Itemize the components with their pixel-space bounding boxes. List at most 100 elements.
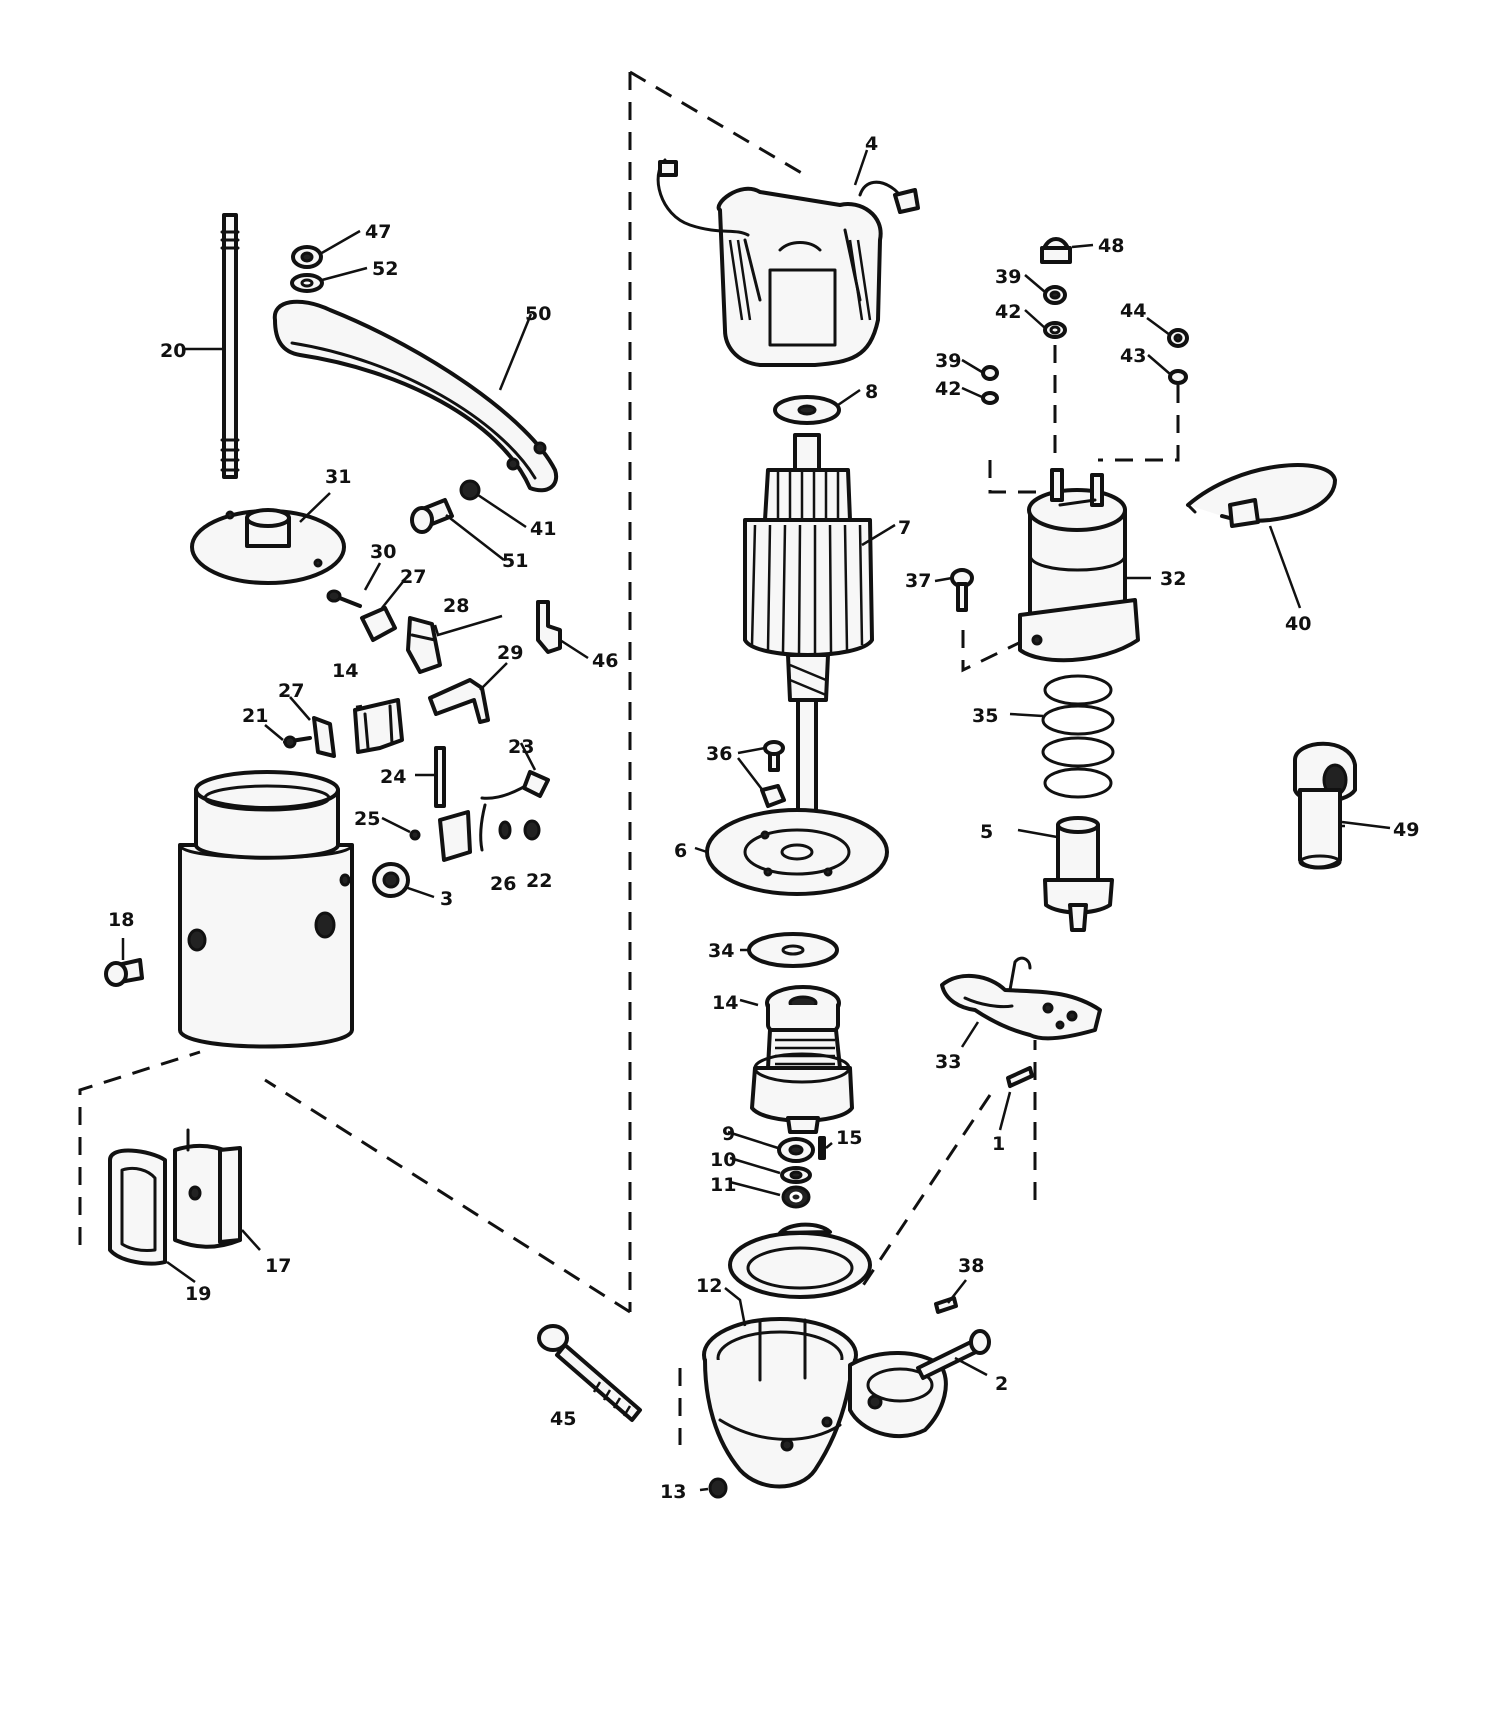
shift-lever-part-33 <box>940 956 1102 1041</box>
pin-part-1 <box>1006 1066 1034 1088</box>
callout-51: 51 <box>502 550 528 572</box>
callout-40: 40 <box>1285 613 1311 635</box>
callout-1: 1 <box>992 1133 1005 1155</box>
callout-50: 50 <box>525 303 551 325</box>
callout-11: 11 <box>710 1174 736 1196</box>
plunger-part-5 <box>1043 816 1114 932</box>
callout-27-lower: 27 <box>278 680 304 702</box>
callout-3: 3 <box>440 888 453 910</box>
armature-part-7 <box>743 433 874 820</box>
callout-19: 19 <box>185 1283 211 1305</box>
callout-14-brush-holder: 14 <box>332 660 358 682</box>
callout-13: 13 <box>660 1481 686 1503</box>
brush-clip-part-27-upper <box>360 606 397 642</box>
nut-part-39-upper <box>1043 285 1067 305</box>
end-plate-part-6 <box>705 808 889 896</box>
boot-part-49 <box>1293 741 1357 870</box>
callout-21: 21 <box>242 705 268 727</box>
callout-43: 43 <box>1120 345 1146 367</box>
gasket-part-19 <box>108 1148 167 1266</box>
washer-part-34 <box>747 932 839 968</box>
callout-6: 6 <box>674 840 687 862</box>
callout-numbers: 1 2 3 4 5 6 7 8 9 10 11 12 13 14 14 15 1… <box>108 133 1419 1503</box>
screw-part-37 <box>950 568 974 612</box>
callout-9: 9 <box>722 1123 735 1145</box>
callout-42-lower: 42 <box>935 378 961 400</box>
callout-23: 23 <box>508 736 534 758</box>
washer-part-43 <box>1168 369 1188 385</box>
bolt-part-45 <box>537 1324 642 1422</box>
callout-42-upper: 42 <box>995 301 1021 323</box>
screw-part-21 <box>283 735 312 749</box>
callout-48: 48 <box>1098 235 1124 257</box>
callout-39-upper: 39 <box>995 266 1021 288</box>
callout-41: 41 <box>530 518 556 540</box>
callout-44: 44 <box>1120 300 1146 322</box>
brush-holder-part-28 <box>406 616 442 674</box>
spring-part-35 <box>1041 674 1115 799</box>
callout-39-lower: 39 <box>935 350 961 372</box>
callout-4: 4 <box>865 133 878 155</box>
drive-end-housing <box>702 1317 948 1489</box>
callout-26: 26 <box>490 873 516 895</box>
callout-47: 47 <box>365 221 391 243</box>
lead-wire-part-23 <box>479 770 550 852</box>
pin-part-38 <box>934 1296 958 1314</box>
through-bolt-part-20 <box>220 213 240 479</box>
screw-part-30 <box>326 589 362 608</box>
washer-part-41 <box>459 479 481 501</box>
callout-36: 36 <box>706 743 732 765</box>
callout-29: 29 <box>497 642 523 664</box>
plug-part-13 <box>708 1477 728 1499</box>
ground-strap-part-29 <box>428 678 490 724</box>
nut-part-39-lower <box>981 365 999 381</box>
brush-clip-part-27-lower <box>312 716 336 758</box>
end-plate-part-31 <box>190 508 346 585</box>
callout-17: 17 <box>265 1255 291 1277</box>
drive-assembly-part-14 <box>750 985 854 1134</box>
callout-35: 35 <box>972 705 998 727</box>
callout-38: 38 <box>958 1255 984 1277</box>
callout-24: 24 <box>380 766 406 788</box>
boot-cap-part-48 <box>1040 237 1072 264</box>
callout-45: 45 <box>550 1408 576 1430</box>
nut-part-47 <box>291 245 323 269</box>
field-coil-assembly-part-4 <box>656 158 920 367</box>
clamp-strap-part-40 <box>1186 463 1337 528</box>
callout-5: 5 <box>980 821 993 843</box>
callout-49: 49 <box>1393 819 1419 841</box>
washer-part-42-upper <box>1043 321 1067 339</box>
cover-part-17 <box>173 1128 242 1249</box>
brush-spring-part-25-assembly <box>409 810 472 862</box>
nut-part-22 <box>523 819 541 841</box>
nut-part-44 <box>1167 328 1189 348</box>
callout-46: 46 <box>592 650 618 672</box>
nut-part-11 <box>781 1185 811 1209</box>
collar-part-9 <box>777 1137 815 1163</box>
ring-part-15 <box>818 1136 826 1160</box>
callout-34: 34 <box>708 940 734 962</box>
screw-part-18 <box>104 958 144 987</box>
callout-10: 10 <box>710 1149 736 1171</box>
callout-33: 33 <box>935 1051 961 1073</box>
callout-31: 31 <box>325 466 351 488</box>
callout-28: 28 <box>443 595 469 617</box>
curved-cover-part-50 <box>272 299 559 493</box>
bolt-part-51 <box>410 498 454 534</box>
bolt-part-2 <box>916 1329 991 1380</box>
solenoid-part-32 <box>1018 468 1140 663</box>
nut-part-36 <box>760 784 786 808</box>
callout-32: 32 <box>1160 568 1186 590</box>
washer-part-8 <box>773 395 841 425</box>
nut-part-26 <box>498 820 512 840</box>
callout-25: 25 <box>354 808 380 830</box>
callout-15: 15 <box>836 1127 862 1149</box>
callout-30: 30 <box>370 541 396 563</box>
callout-27-upper: 27 <box>400 566 426 588</box>
terminal-part-46 <box>536 600 562 654</box>
washer-part-42-lower <box>981 391 999 405</box>
callout-7: 7 <box>898 517 911 539</box>
callout-2: 2 <box>995 1373 1008 1395</box>
field-frame-housing <box>178 770 354 1049</box>
